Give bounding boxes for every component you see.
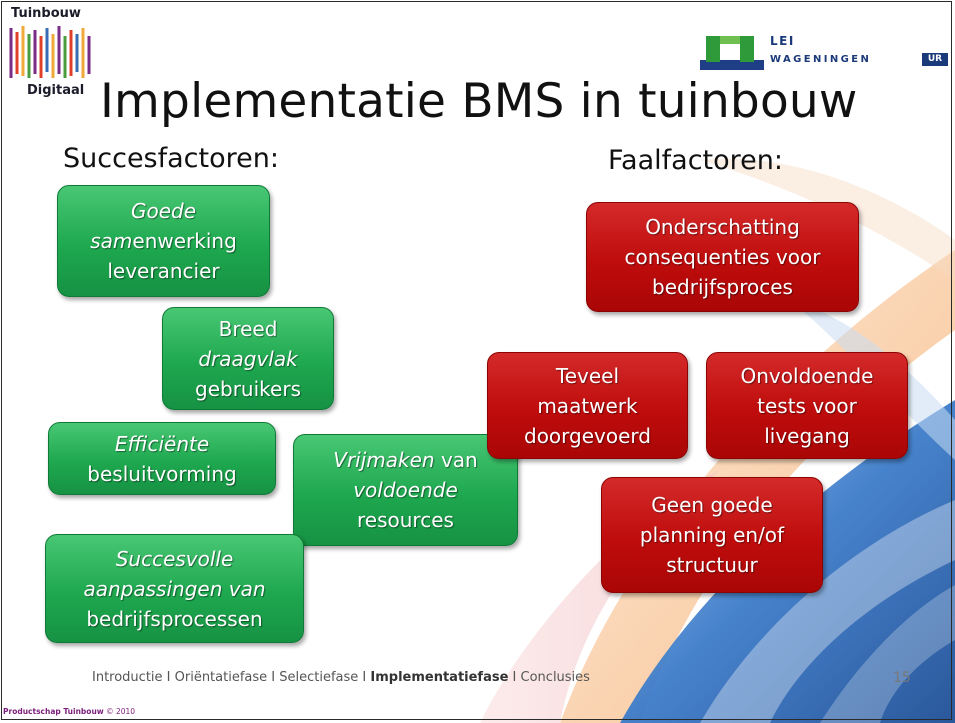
box-line: besluitvorming [87, 461, 237, 486]
box-line-rest: van [434, 448, 478, 472]
success-box-besluitvorming: Efficiënte besluitvorming [48, 422, 276, 495]
box-line: consequenties voor [624, 245, 821, 269]
failure-box-maatwerk: Teveel maatwerk doorgevoerd [487, 352, 688, 459]
box-line: samenwerking [90, 226, 237, 256]
box-line: maatwerk [537, 393, 638, 418]
box-line: Geen goede [651, 493, 773, 517]
failure-heading: Faalfactoren: [608, 145, 783, 176]
failure-box-planning: Geen goede planning en/of structuur [601, 477, 823, 593]
box-line: Breed [218, 316, 278, 341]
tuinbouw-digitaal-logo: Tuinbouw Digitaal [5, 4, 103, 100]
footer-navigation: Introductie I Oriëntatiefase I Selectief… [92, 670, 590, 685]
box-line: Onderschatting [645, 215, 800, 239]
box-line: structuur [666, 553, 758, 577]
box-line: gebruikers [195, 376, 301, 401]
success-box-draagvlak: Breed draagvlak gebruikers [162, 307, 334, 410]
logo-text-tuinbouw: Tuinbouw [11, 6, 81, 21]
failure-box-tests: Onvoldoende tests voor livegang [706, 352, 908, 459]
tuinbouw-logo-mark [7, 22, 97, 82]
page-number: 15 [893, 670, 911, 686]
logo-text-ur: UR [922, 53, 948, 66]
box-line: doorgevoerd [524, 423, 651, 448]
box-line: Goede [130, 199, 197, 223]
failure-box-onderschatting: Onderschatting consequenties voor bedrij… [586, 202, 859, 312]
success-box-resources: Vrijmaken van voldoende resources [293, 434, 518, 546]
credit-name: Productschap Tuinbouw [3, 707, 104, 716]
footer-nav-after: I Conclusies [508, 670, 590, 685]
slide-title: Implementatie BMS in tuinbouw [100, 74, 858, 129]
box-line: Succesvolle [115, 546, 234, 571]
box-line: Vrijmaken van [333, 445, 477, 475]
box-line: draagvlak [198, 346, 298, 371]
box-line-italic-part: Vrijmaken [333, 448, 435, 472]
lei-wageningen-logo: LEI WAGENINGEN UR [700, 30, 950, 80]
footer-credit: Productschap Tuinbouw © 2010 [3, 707, 135, 716]
box-line-italic-part: sam [90, 229, 133, 253]
success-box-bedrijfsprocessen: Succesvolle aanpassingen van bedrijfspro… [45, 534, 304, 643]
box-line: Teveel [555, 363, 620, 388]
credit-year: © 2010 [103, 707, 136, 716]
box-line: Efficiënte [114, 431, 210, 456]
logo-text-digitaal: Digitaal [27, 83, 85, 98]
box-line: Onvoldoende [740, 363, 874, 388]
box-line: leverancier [107, 259, 220, 283]
success-box-samenwerking: Goede samenwerking leverancier [57, 185, 270, 297]
box-line: livegang [764, 423, 850, 448]
wageningen-logo-mark [700, 36, 764, 70]
success-heading: Succesfactoren: [63, 143, 279, 174]
logo-text-wageningen: WAGENINGEN [770, 54, 872, 65]
box-line: tests voor [757, 393, 857, 418]
box-line: aanpassingen van [83, 576, 266, 601]
box-line-rest: enwerking [132, 229, 237, 253]
box-line: bedrijfsproces [652, 275, 793, 299]
logo-text-lei: LEI [770, 34, 795, 48]
footer-nav-before: Introductie I Oriëntatiefase I Selectief… [92, 670, 371, 685]
box-line: resources [357, 508, 454, 532]
box-line: voldoende [353, 478, 458, 502]
box-line: planning en/of [639, 523, 785, 547]
footer-nav-current: Implementatiefase [370, 670, 509, 685]
box-line: bedrijfsprocessen [86, 606, 263, 631]
